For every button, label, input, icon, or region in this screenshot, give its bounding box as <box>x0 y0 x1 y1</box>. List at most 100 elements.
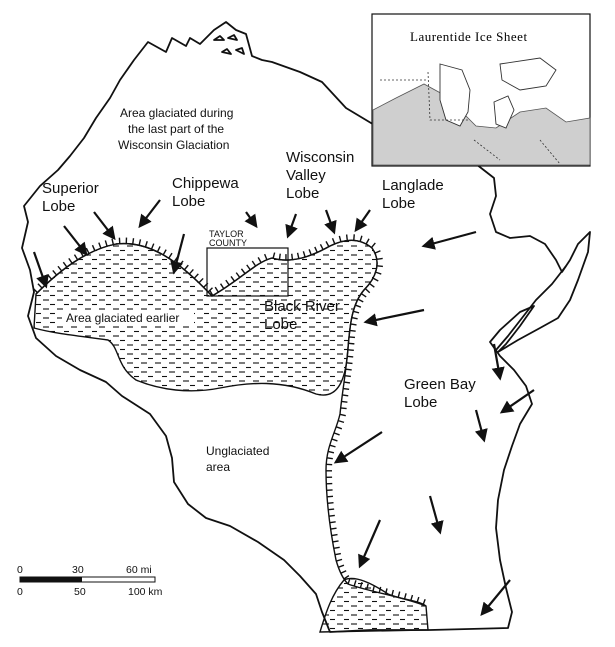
hachure-tick <box>410 594 414 602</box>
hachure-tick <box>85 247 90 254</box>
hachure-tick <box>331 238 336 245</box>
hachure-tick <box>345 234 348 241</box>
hachure-tick <box>278 253 281 260</box>
hachure-tick <box>52 269 58 276</box>
hachure-tick <box>347 355 354 358</box>
hachure-tick <box>73 254 79 261</box>
svg-text:30: 30 <box>72 564 84 576</box>
hachure-tick <box>319 243 324 250</box>
hachure-tick <box>62 261 68 268</box>
hachure-tick <box>326 457 333 460</box>
hachure-tick <box>302 251 306 258</box>
hachure-tick <box>347 349 354 352</box>
hachure-tick <box>359 235 363 242</box>
hachure-tick <box>331 438 338 442</box>
hachure-tick <box>335 426 343 430</box>
hachure-tick <box>349 329 356 332</box>
hachure-tick <box>357 298 364 303</box>
hachure-tick <box>198 277 204 284</box>
svg-text:0: 0 <box>17 586 23 598</box>
hachure-tick <box>376 265 383 268</box>
hachure-tick <box>372 585 376 592</box>
hachure-tick <box>343 381 351 384</box>
hachure-tick <box>329 521 336 524</box>
hachure-tick <box>344 374 351 378</box>
hachure-tick <box>47 274 53 280</box>
hachure-tick <box>308 249 312 256</box>
hachure-tick <box>384 588 388 595</box>
label-langlade-lobe: Langlade Lobe <box>382 177 448 212</box>
hachure-tick <box>369 283 375 288</box>
inset-ice-sheet <box>372 83 591 166</box>
hachure-tick <box>57 265 63 272</box>
hachure-tick <box>246 264 251 271</box>
door-peninsula <box>495 265 567 351</box>
hachure-tick <box>111 238 115 245</box>
hachure-tick <box>91 244 96 251</box>
inset-title: Laurentide Ice Sheet <box>410 29 528 44</box>
hachure-tick <box>79 250 84 257</box>
hachure-tick <box>144 241 148 248</box>
svg-text:100 km: 100 km <box>128 586 163 598</box>
hachure-tick <box>338 564 345 568</box>
label-backdrop <box>62 310 194 326</box>
label-chippewa-lobe: Chippewa Lobe <box>172 175 243 210</box>
hachure-tick <box>338 419 345 424</box>
hachure-tick <box>348 342 355 345</box>
inset-state-boundaries <box>380 71 561 165</box>
label-wisconsin-valley-lobe: Wisconsin Valley Lobe <box>286 149 359 202</box>
hachure-tick <box>296 252 300 259</box>
hachure-tick <box>391 589 395 596</box>
hachure-tick <box>37 283 43 289</box>
hachure-tick <box>328 514 335 517</box>
inset-lakes <box>439 57 557 129</box>
svg-text:0: 0 <box>17 564 23 576</box>
hachure-tick <box>375 271 382 275</box>
hachure-tick <box>345 368 352 371</box>
hachure-tick <box>314 246 318 253</box>
ice-flow-arrows <box>32 199 535 617</box>
hachure-tick <box>162 249 167 256</box>
hachure-tick <box>156 246 161 253</box>
label-area-last-glaciation: Area glaciated during the last part of t… <box>118 106 237 152</box>
label-area-glaciated-earlier: Area glaciated earlier <box>66 311 179 325</box>
ice-margin-west <box>35 239 427 607</box>
hachure-tick <box>364 288 371 294</box>
label-green-bay-lobe: Green Bay Lobe <box>404 376 480 411</box>
hachure-tick <box>360 293 367 298</box>
hachure-tick <box>347 578 351 585</box>
hachure-tick <box>235 272 241 278</box>
hachure-tick <box>351 316 358 320</box>
hachure-tick <box>338 235 342 242</box>
hachure-tick <box>330 527 337 530</box>
hachure-tick <box>340 407 347 410</box>
hachure-tick <box>209 289 214 296</box>
hachure-tick <box>150 243 155 250</box>
hachure-tick <box>332 540 339 543</box>
hachure-tick <box>327 502 334 504</box>
apostle-islands <box>213 34 245 55</box>
hachure-tick <box>416 596 420 604</box>
hachure-tick <box>348 336 356 339</box>
hachure-tick <box>343 575 350 580</box>
svg-text:50: 50 <box>74 586 86 598</box>
hachure-tick <box>32 287 38 294</box>
label-superior-lobe: Superior Lobe <box>42 180 103 215</box>
hachure-tick <box>168 252 173 259</box>
hachure-tick <box>104 240 108 247</box>
hachure-tick <box>341 400 348 403</box>
hachure-tick <box>225 279 230 286</box>
hachure-tick <box>329 444 336 448</box>
hachure-tick <box>263 253 268 260</box>
hachure-tick <box>359 581 363 589</box>
hachure-tick <box>138 239 142 246</box>
label-black-river-lobe: Black River Lobe <box>264 298 344 333</box>
hachure-tick <box>365 238 370 245</box>
hachure-tick <box>339 413 346 417</box>
hachure-tick <box>370 242 376 249</box>
hachure-tick <box>68 257 73 264</box>
hachure-tick <box>183 264 189 271</box>
hachure-tick <box>340 570 347 574</box>
hachure-tick <box>422 599 426 606</box>
